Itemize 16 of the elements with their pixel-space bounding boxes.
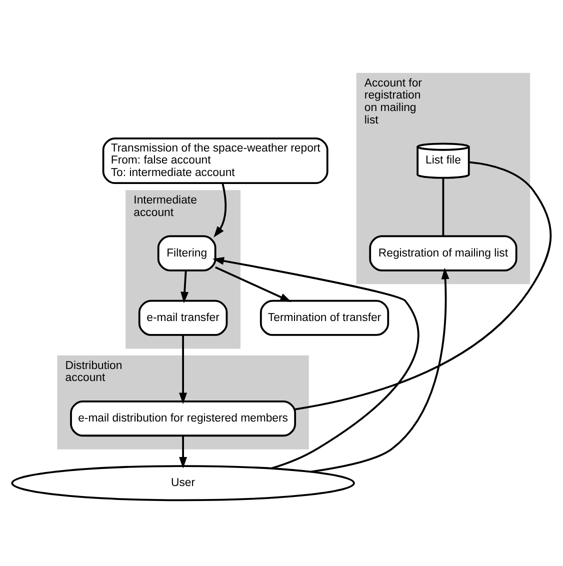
node-box: e-mail distribution for registered members [70, 400, 296, 437]
connector [442, 178, 444, 236]
arrow [214, 266, 292, 302]
arrow [179, 436, 188, 468]
arrow [212, 256, 420, 470]
arrow [310, 268, 450, 473]
arrow [214, 182, 227, 238]
arrow [179, 335, 188, 404]
node-ellipse: User [11, 465, 355, 502]
arrow [180, 270, 189, 304]
node-box: Filtering [157, 235, 216, 272]
connector [295, 161, 552, 410]
node-box: e-mail transfer [138, 300, 228, 336]
node-box: Registration of mailing list [369, 235, 518, 272]
node-box: Termination of transfer [260, 300, 390, 336]
node-box: Transmission of the space-weather report From: false account To: intermediate account [102, 137, 328, 184]
